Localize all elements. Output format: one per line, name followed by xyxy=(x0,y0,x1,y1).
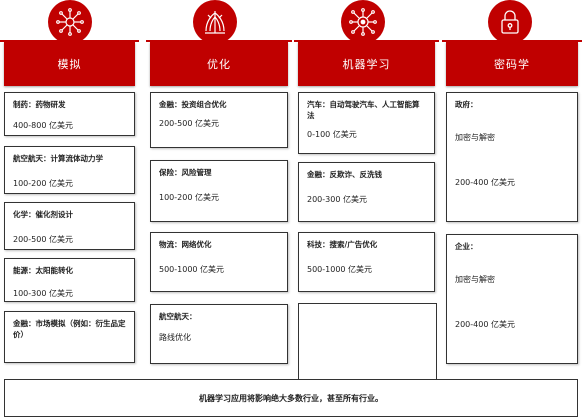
card-value: 200-500 亿美元 xyxy=(159,119,219,128)
simulation-card-pharma: 制药：药物研发 400-800 亿美元 xyxy=(4,92,135,136)
card-label: 制药：药物研发 xyxy=(13,100,66,109)
card-label: 科技：搜索/广告优化 xyxy=(307,240,378,249)
ml-footer-connector xyxy=(298,303,437,380)
card-label: 企业： xyxy=(455,242,478,251)
card-label: 汽车：自动驾驶汽车、人工智能算法 xyxy=(307,100,420,120)
header-title: 机器学习 xyxy=(342,58,391,71)
header-optimization: 优化 xyxy=(146,40,292,86)
simulation-icon-circle xyxy=(48,0,92,44)
lock-icon xyxy=(501,10,519,34)
card-label: 金融：市场模拟（例如：衍生品定价） xyxy=(13,319,126,339)
optimization-card-finance: 金融：投资组合优化 200-500 亿美元 xyxy=(150,92,288,148)
card-value: 500-1000 亿美元 xyxy=(159,265,225,274)
crypto-card-enterprise: 企业： 加密与解密 200-400 亿美元 xyxy=(446,234,578,364)
card-value: 200-500 亿美元 xyxy=(13,235,73,244)
card-value: 0-100 亿美元 xyxy=(307,130,357,139)
ml-card-tech: 科技：搜索/广告优化 500-1000 亿美元 xyxy=(298,232,435,292)
optimization-card-aerospace: 航空航天： 路线优化 xyxy=(150,304,288,364)
footer-note: 机器学习应用将影响绝大多数行业，甚至所有行业。 xyxy=(4,379,578,417)
simulation-card-chemistry: 化学：催化剂设计 200-500 亿美元 xyxy=(4,202,135,250)
header-title: 密码学 xyxy=(494,58,530,71)
card-value: 100-300 亿美元 xyxy=(13,289,73,298)
card-label: 航空航天：计算流体动力学 xyxy=(13,154,103,163)
optimization-icon-circle xyxy=(193,0,237,44)
card-value: 100-200 亿美元 xyxy=(159,193,219,202)
ml-card-finance: 金融：反欺诈、反洗钱 200-300 亿美元 xyxy=(298,162,435,222)
simulation-card-energy: 能源：太阳能转化 100-300 亿美元 xyxy=(4,258,135,302)
header-cryptography: 密码学 xyxy=(442,40,582,86)
header-machine-learning: 机器学习 xyxy=(294,40,439,86)
optimization-card-logistics: 物流：网络优化 500-1000 亿美元 xyxy=(150,232,288,292)
simulation-card-finance: 金融：市场模拟（例如：衍生品定价） xyxy=(4,311,135,363)
card-value: 100-200 亿美元 xyxy=(13,179,73,188)
cryptography-icon-circle xyxy=(488,0,532,44)
optimization-icon xyxy=(205,11,225,34)
card-value: 500-1000 亿美元 xyxy=(307,265,373,274)
card-value: 200-400 亿美元 xyxy=(455,178,515,187)
neural-network-icon xyxy=(349,8,377,36)
machine-learning-icon-circle xyxy=(341,0,385,44)
card-value: 200-300 亿美元 xyxy=(307,195,367,204)
card-sub: 加密与解密 xyxy=(455,275,495,284)
card-sub: 加密与解密 xyxy=(455,133,495,142)
card-label: 政府： xyxy=(455,100,478,109)
header-title: 优化 xyxy=(207,58,231,71)
card-label: 化学：催化剂设计 xyxy=(13,210,73,219)
card-label: 航空航天： xyxy=(159,312,197,321)
atom-network-icon xyxy=(56,8,84,36)
card-label: 能源：太阳能转化 xyxy=(13,266,73,275)
card-value: 200-400 亿美元 xyxy=(455,320,515,329)
header-simulation: 模拟 xyxy=(0,40,139,86)
card-label: 保险：风险管理 xyxy=(159,168,212,177)
simulation-card-aerospace: 航空航天：计算流体动力学 100-200 亿美元 xyxy=(4,146,135,194)
card-label: 金融：投资组合优化 xyxy=(159,100,227,109)
crypto-card-government: 政府： 加密与解密 200-400 亿美元 xyxy=(446,92,578,222)
card-value: 400-800 亿美元 xyxy=(13,121,73,130)
header-title: 模拟 xyxy=(57,58,82,71)
card-label: 物流：网络优化 xyxy=(159,240,212,249)
card-label: 金融：反欺诈、反洗钱 xyxy=(307,170,382,179)
ml-card-automotive: 汽车：自动驾驶汽车、人工智能算法 0-100 亿美元 xyxy=(298,92,435,154)
optimization-card-insurance: 保险：风险管理 100-200 亿美元 xyxy=(150,160,288,222)
footer-text: 机器学习应用将影响绝大多数行业，甚至所有行业。 xyxy=(199,393,383,403)
card-value: 路线优化 xyxy=(159,333,191,342)
